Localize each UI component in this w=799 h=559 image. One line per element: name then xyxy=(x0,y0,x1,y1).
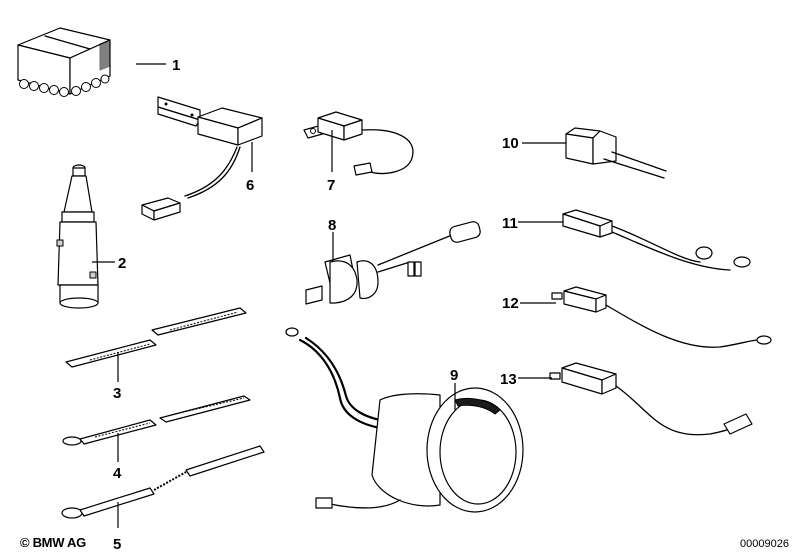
part-1-box[interactable] xyxy=(17,27,166,97)
callout-11: 11 xyxy=(502,215,518,232)
part-3-ground-strap[interactable] xyxy=(65,307,247,382)
part-8-capacitor[interactable] xyxy=(305,220,482,305)
part-2-cylinder[interactable] xyxy=(56,164,115,309)
copyright-label: © BMW AG xyxy=(20,535,86,550)
callout-8: 8 xyxy=(328,217,336,234)
part-5-ground-cable[interactable] xyxy=(61,445,265,528)
part-10-suppressor[interactable] xyxy=(522,127,667,179)
callout-7: 7 xyxy=(327,177,335,194)
part-7-suppressor-lug[interactable] xyxy=(303,111,414,176)
callout-10: 10 xyxy=(502,135,519,152)
callout-4: 4 xyxy=(113,465,122,482)
callout-9: 9 xyxy=(450,367,458,384)
part-13-suppressor-flat[interactable] xyxy=(518,362,753,436)
part-12-suppressor-ring[interactable] xyxy=(520,286,772,348)
callout-3: 3 xyxy=(113,385,121,402)
callout-5: 5 xyxy=(113,536,121,553)
callout-6: 6 xyxy=(246,177,254,194)
part-11-suppressor-twin[interactable] xyxy=(518,209,751,271)
part-4-ground-strap-eyelet[interactable] xyxy=(62,395,251,462)
part-6-suppressor-bracket[interactable] xyxy=(141,96,263,221)
part-9-shield-housing[interactable] xyxy=(285,327,524,513)
document-number: 00009026 xyxy=(740,538,789,550)
callout-12: 12 xyxy=(502,295,519,312)
callout-2: 2 xyxy=(118,255,126,272)
callout-1: 1 xyxy=(172,57,180,74)
callout-13: 13 xyxy=(500,371,517,388)
